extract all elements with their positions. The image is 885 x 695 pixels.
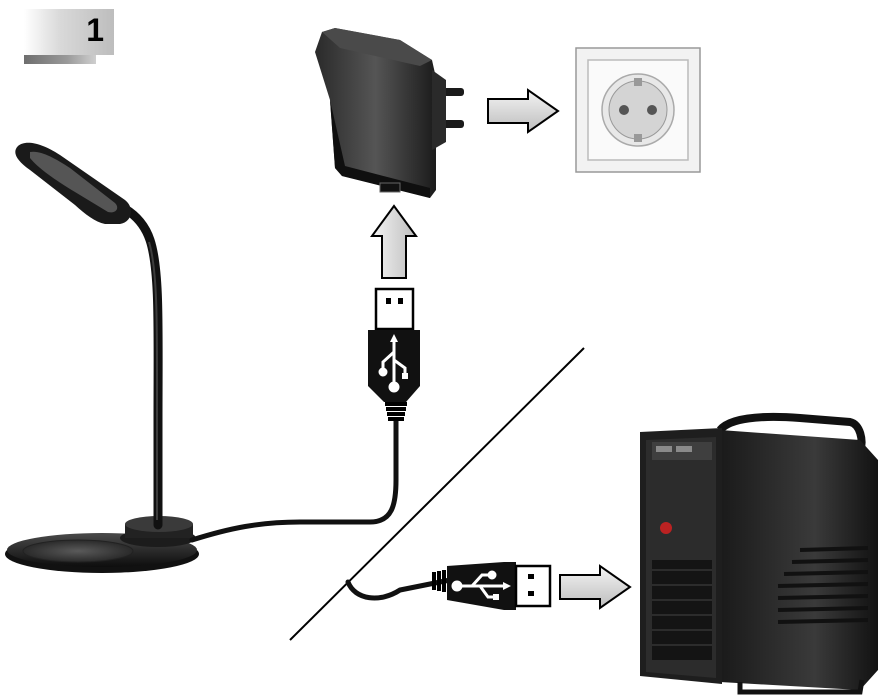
usb-wall-adapter-icon <box>315 28 464 198</box>
step-badge-underline <box>24 55 96 64</box>
usb-trident-icon <box>378 334 408 393</box>
step-badge: 1 <box>24 9 114 64</box>
usb-cable <box>345 577 453 601</box>
usb-plug-vertical <box>368 287 420 421</box>
step-number: 1 <box>86 12 104 48</box>
desk-lamp-icon <box>5 142 199 573</box>
divider-line <box>289 347 585 641</box>
hollow-arrow-icon <box>487 88 560 134</box>
hollow-arrow-icon <box>559 564 632 610</box>
lamp-cable <box>189 417 399 543</box>
step-badge-background <box>24 9 114 55</box>
usb-plug-horizontal <box>432 562 552 610</box>
desktop-computer-icon <box>640 412 878 695</box>
usb-trident-icon <box>451 570 511 600</box>
hollow-arrow-icon <box>370 204 418 279</box>
wall-socket-icon <box>575 47 701 173</box>
